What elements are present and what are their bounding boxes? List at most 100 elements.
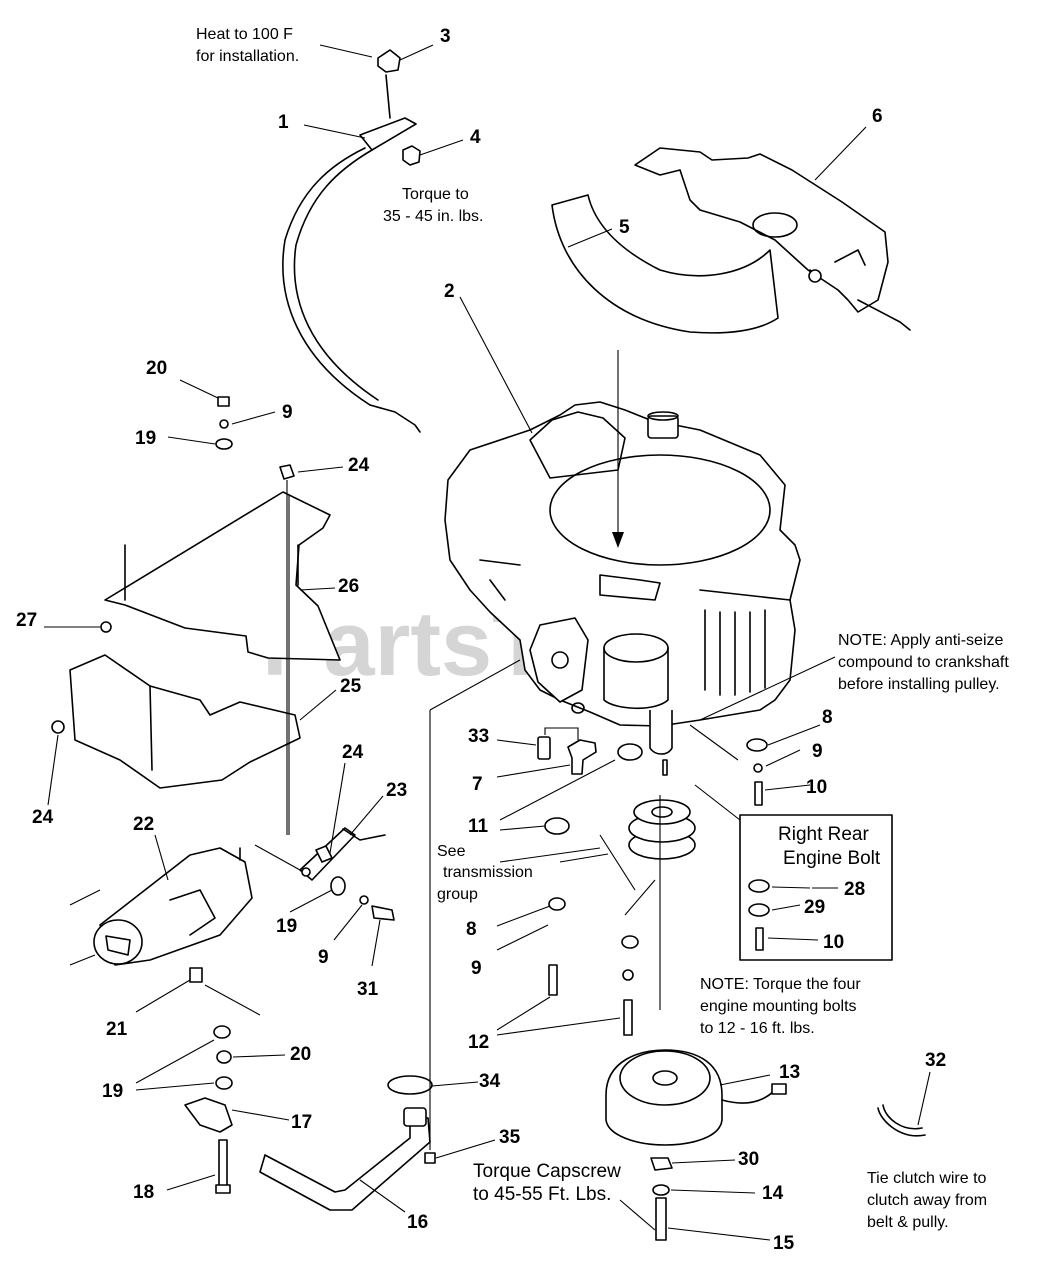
detail-box-title-line1: Right Rear [778,824,869,845]
part-11-spacer-top [617,743,643,761]
callout-10a: 10 [806,777,827,798]
callout-33: 33 [468,726,489,747]
part-30-washer [650,1157,673,1171]
callout-24a: 24 [348,455,370,476]
part-19-washer-upper [215,438,233,450]
callout-20b: 20 [290,1044,311,1065]
part-34-gasket [387,1075,433,1095]
part-9-nut-lower [622,969,634,981]
callout-13: 13 [779,1062,800,1083]
part-21-clamp [189,967,203,983]
note-capscrew-line2: to 45-55 Ft. Lbs. [473,1184,611,1205]
part-24-screw-lower-left [51,720,65,734]
note-tie-line3: belt & pully. [867,1214,949,1231]
part-5-baffle [551,194,779,334]
note-mount-line2: engine mounting bolts [700,998,857,1015]
part-9-washer-right [753,763,763,773]
callout-6: 6 [872,106,883,127]
callout-32: 32 [925,1050,946,1071]
part-29-washer [748,903,770,917]
part-8-washer-right [746,738,768,752]
note-heat-line2: for installation. [196,48,299,65]
callout-35: 35 [499,1127,521,1148]
leader-lines [44,44,931,1241]
note-torque4-line1: Torque to [402,186,469,203]
part-3-cap [377,49,401,73]
part-24-screw-right [315,845,333,863]
callout-25: 25 [340,676,362,697]
note-capscrew-line1: Torque Capscrew [473,1161,621,1182]
callout-9b: 9 [812,741,823,762]
callout-4: 4 [470,127,481,148]
callout-19a: 19 [135,428,156,449]
part-25-guard [69,654,301,789]
part-19-washer-mid [330,876,346,896]
part-2-engine [444,401,801,755]
callout-18: 18 [133,1182,154,1203]
callout-15: 15 [773,1233,795,1254]
note-mount-line3: to 12 - 16 ft. lbs. [700,1020,815,1037]
note-antiseize-line1: NOTE: Apply anti-seize [838,632,1004,649]
part-9-washer-lower [621,935,639,949]
note-heat-line1: Heat to 100 F [196,26,293,43]
part-10-bolt-box [755,927,764,951]
callout-9d: 9 [471,958,482,979]
note-tie-line1: Tie clutch wire to [867,1170,987,1187]
part-26-cover [104,491,341,661]
callout-12: 12 [468,1032,489,1053]
part-17-clamp [184,1097,233,1133]
callout-21: 21 [106,1019,128,1040]
part-9-washer-upper [219,419,229,429]
callout-20a: 20 [146,358,167,379]
note-see-line3: group [437,886,478,903]
part-19-washer-lower-a [213,1025,231,1039]
callout-31: 31 [357,979,379,1000]
callout-1: 1 [278,112,289,133]
part-20-nut-upper [217,396,230,407]
callout-5: 5 [619,217,630,238]
note-torque4-line2: 35 - 45 in. lbs. [383,208,484,225]
part-35-nut [424,1152,436,1164]
part-31-bolt [371,905,395,921]
part-9-washer-mid [359,895,369,905]
callout-9a: 9 [282,402,293,423]
part-20-nut-lower [216,1050,232,1064]
callout-28: 28 [844,879,865,900]
callout-2: 2 [444,281,455,302]
callout-34: 34 [479,1071,501,1092]
callout-30: 30 [738,1149,759,1170]
note-antiseize-line2: compound to crankshaft [838,654,1009,671]
callout-10b: 10 [823,932,844,953]
part-10-bolt-right [754,781,763,806]
part-7-elbow [567,739,597,775]
part-6-bracket [634,147,911,331]
callout-14: 14 [762,1183,784,1204]
note-see-line2: transmission [443,864,533,881]
callout-29: 29 [804,897,825,918]
note-mount-line1: NOTE: Torque the four [700,976,861,993]
part-1-control-cable [282,74,421,433]
part-11-spacer-bottom [544,817,570,835]
part-14-washer [652,1184,670,1196]
callout-19c: 19 [102,1081,123,1102]
part-32-tie [877,1104,926,1137]
note-antiseize-line3: before installing pulley. [838,676,1000,693]
note-tie-line2: clutch away from [867,1192,987,1209]
part-16-pipe [259,1117,431,1211]
callout-22: 22 [133,814,154,835]
part-18-bolt [218,1139,228,1191]
part-19-washer-lower-b [215,1076,233,1090]
notes: Heat to 100 F for installation. Torque t… [196,26,1009,1231]
callout-8a: 8 [822,707,833,728]
callouts: 1 2 3 4 5 6 7 8 8 9 9 9 9 10 10 11 12 13… [16,26,946,1254]
part-15-capscrew [655,1197,667,1241]
callout-24b: 24 [342,742,364,763]
part-27-screw [100,621,112,633]
part-12-bolt-right [623,999,633,1036]
part-13-clutch [605,1049,787,1146]
callout-23: 23 [386,780,407,801]
callout-16: 16 [407,1212,428,1233]
callout-7: 7 [472,774,483,795]
callout-24c: 24 [32,807,54,828]
